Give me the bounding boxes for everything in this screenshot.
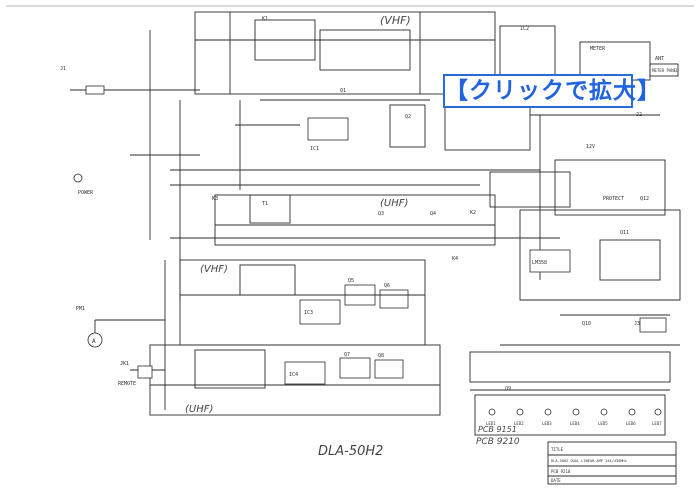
relay-logic-section: LM358 <box>489 159 681 346</box>
enlarge-link[interactable]: 【クリックで拡大】 <box>443 74 660 108</box>
pcb-sub-label: PCB 9151 <box>478 425 517 434</box>
pm1-label: PM1 <box>76 306 85 312</box>
k1-label: K1 <box>262 16 268 22</box>
led7-label: LED7 <box>652 421 662 426</box>
j1-label: J1 <box>60 66 66 72</box>
q5-label: Q5 <box>348 278 354 284</box>
q10-label: Q10 <box>582 321 591 327</box>
input-section: J1 POWER <box>60 30 200 240</box>
q9-label: Q9 <box>505 386 511 392</box>
ant-label: ANT <box>655 56 664 62</box>
section-label-vhf-top: (VHF) <box>380 14 411 27</box>
vhf-top-section: (VHF) <box>194 11 496 95</box>
led5-label: LED5 <box>598 421 608 426</box>
lm358-label: LM358 <box>532 260 547 266</box>
led2-label: LED2 <box>514 421 524 426</box>
jk1-label: JK1 <box>120 361 129 367</box>
q6-label: Q6 <box>384 283 390 289</box>
section-label-vhf-low: (VHF) <box>200 264 228 275</box>
svg-text:A: A <box>92 338 96 345</box>
k3-label: K3 <box>212 196 218 202</box>
title-block-line1: TITLE <box>551 447 564 452</box>
title-block-line2: DLA-50H2 DUAL LINEAR AMP 144/430MHz <box>551 459 627 463</box>
ic2-label: IC2 <box>520 26 529 32</box>
j3-label: J3 <box>634 321 640 327</box>
model-title: DLA-50H2 <box>318 444 383 459</box>
meter-label: METER <box>590 46 606 52</box>
vhf-low-section: IC3 (VHF) <box>179 259 426 346</box>
title-block: TITLE DLA-50H2 DUAL LINEAR AMP 144/430MH… <box>547 441 677 485</box>
led3-label: LED3 <box>542 421 552 426</box>
meter-remote-section: A PM1 JK1 REMOTE <box>76 260 166 410</box>
ic4-label: IC4 <box>289 372 298 378</box>
led6-label: LED6 <box>626 421 636 426</box>
q3-label: Q3 <box>378 211 384 217</box>
q4-label: Q4 <box>430 211 436 217</box>
section-label-uhf-mid: (UHF) <box>380 198 408 209</box>
q7-label: Q7 <box>344 352 350 358</box>
dc12v-label: 12V <box>586 144 595 150</box>
q8-label: Q8 <box>378 353 384 359</box>
led4-label: LED4 <box>570 421 580 426</box>
power-label: POWER <box>78 190 94 196</box>
middle-wiring: IC1 J2 <box>170 99 660 300</box>
t1-label: T1 <box>262 201 268 207</box>
led1-label: LED1 <box>486 421 496 426</box>
ic3-label: IC3 <box>304 310 313 316</box>
k2-label: K2 <box>470 210 476 216</box>
led-board-section: LED1 LED2 LED3 LED4 LED5 LED6 LED7 PCB 9… <box>469 351 671 436</box>
pcb-main-label: PCB 9210 <box>476 437 520 447</box>
q11-label: Q11 <box>620 230 629 236</box>
meter-panel-label: METER PANEL <box>652 68 679 73</box>
section-label-uhf-low: (UHF) <box>185 404 213 415</box>
q12-label: Q12 <box>640 196 649 202</box>
title-block-line4: DATE <box>551 478 561 483</box>
k4-label: K4 <box>452 256 458 262</box>
remote-label: REMOTE <box>118 381 136 387</box>
uhf-mid-section: (UHF) K2 <box>170 194 560 246</box>
supply-section: METER PROTECT <box>499 25 679 202</box>
uhf-low-section: IC4 (UHF) <box>149 344 441 416</box>
q1-label: Q1 <box>340 88 346 94</box>
title-block-line3: PCB 9210 <box>551 469 571 474</box>
q2-label: Q2 <box>405 114 411 120</box>
ic1-label: IC1 <box>310 146 319 152</box>
protect-label: PROTECT <box>603 196 624 202</box>
